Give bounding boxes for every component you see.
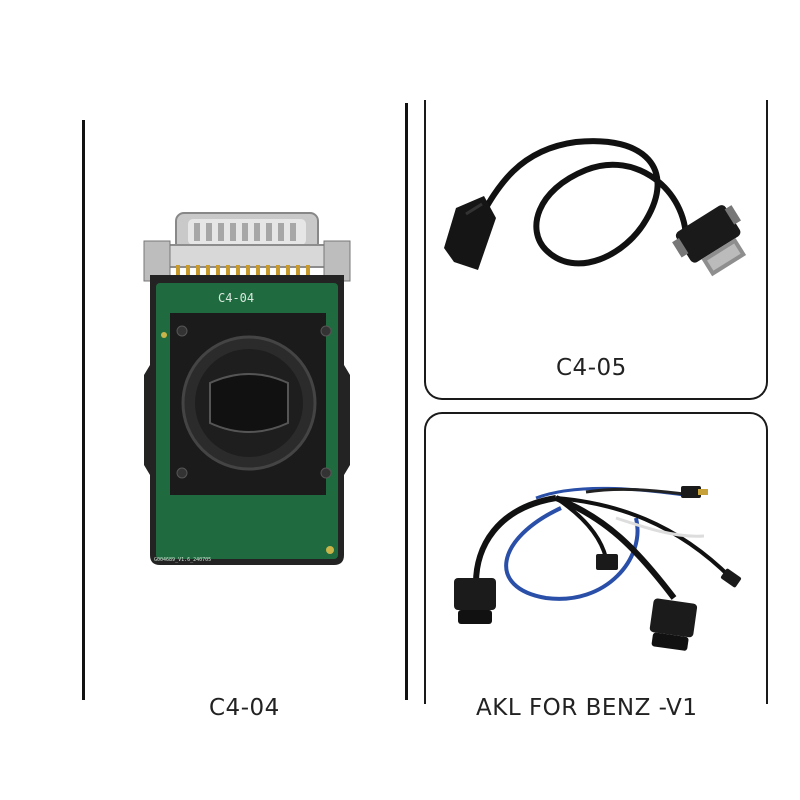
akl-panel <box>424 412 768 704</box>
c4-05-cable-image <box>444 138 747 277</box>
center-divider-line-a <box>405 103 408 700</box>
akl-harness-image <box>454 486 742 651</box>
caption-akl-for-benz: AKL FOR BENZ -V1 <box>476 695 698 721</box>
c4-04-adapter-image <box>143 212 351 565</box>
pcb-silk-label: C4-04 <box>218 291 255 305</box>
caption-c4-05: C4-05 <box>556 355 627 381</box>
c4-05-panel <box>424 100 768 400</box>
left-divider-line <box>82 120 85 700</box>
caption-c4-04: C4-04 <box>209 695 280 721</box>
pcb-small-print: G004689_V1.6_240705 <box>154 557 212 563</box>
